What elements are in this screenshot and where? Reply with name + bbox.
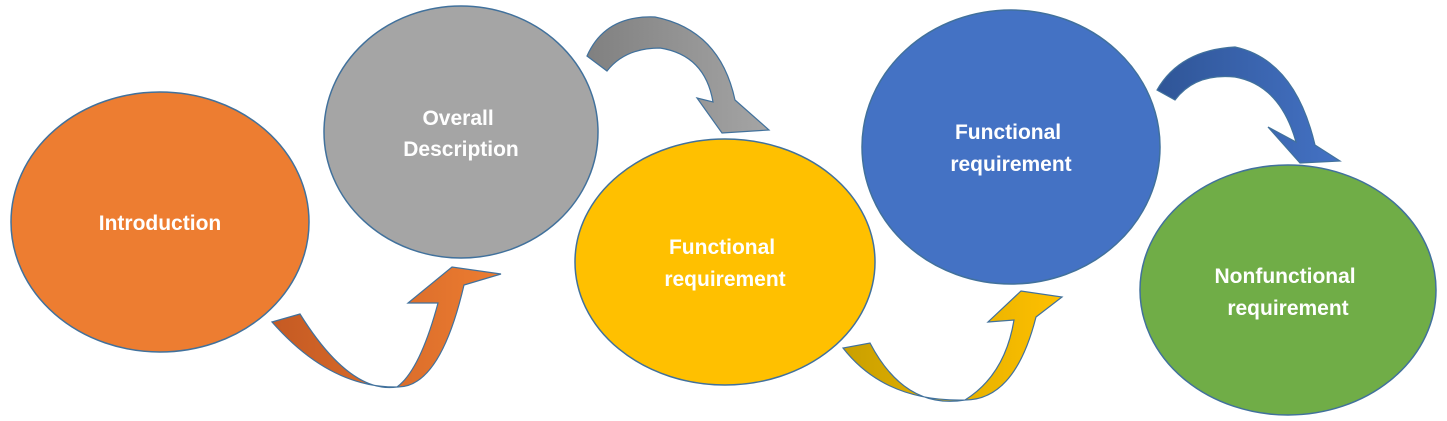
node-label-functional-requirement-2-line-1: Functional xyxy=(955,121,1061,144)
node-label-functional-requirement-1-line-2: requirement xyxy=(664,268,785,291)
svg-text:Functional requirement: Functional requirement xyxy=(950,121,1071,176)
node-label-overall-description-line-1: Overall xyxy=(422,107,493,130)
arrow-functional-requirement-to-nonfunctional-requirement xyxy=(1156,46,1342,164)
node-label-introduction-line-1: Introduction xyxy=(99,212,221,235)
node-label-functional-requirement-2-line-2: requirement xyxy=(950,153,1071,176)
arrow-functional-requirement-to-functional-requirement xyxy=(841,290,1064,402)
svg-text:Introduction: Introduction xyxy=(99,212,221,235)
node-nonfunctional-requirement: Nonfunctional requirement xyxy=(1139,164,1437,416)
node-overall-description: Overall Description xyxy=(323,5,599,259)
node-label-nonfunctional-requirement-line-1: Nonfunctional xyxy=(1215,265,1356,288)
node-functional-requirement-1: Functional requirement xyxy=(574,138,876,386)
svg-text:Nonfunctional requiremen: Nonfunctional requirement xyxy=(1215,265,1362,320)
svg-text:Overall Description: Overall Description xyxy=(403,107,519,161)
svg-text:Functional requirement: Functional requirement xyxy=(664,236,785,291)
arrow-overall-description-to-functional-requirement xyxy=(586,16,771,134)
arrow-introduction-to-overall-description xyxy=(270,266,502,389)
node-label-functional-requirement-1-line-1: Functional xyxy=(669,236,775,259)
node-label-overall-description-line-2: Description xyxy=(403,138,519,161)
node-label-nonfunctional-requirement-line-2: requirement xyxy=(1227,297,1348,320)
node-introduction: Introduction xyxy=(10,91,310,353)
node-functional-requirement-2: Functional requirement xyxy=(861,9,1161,285)
